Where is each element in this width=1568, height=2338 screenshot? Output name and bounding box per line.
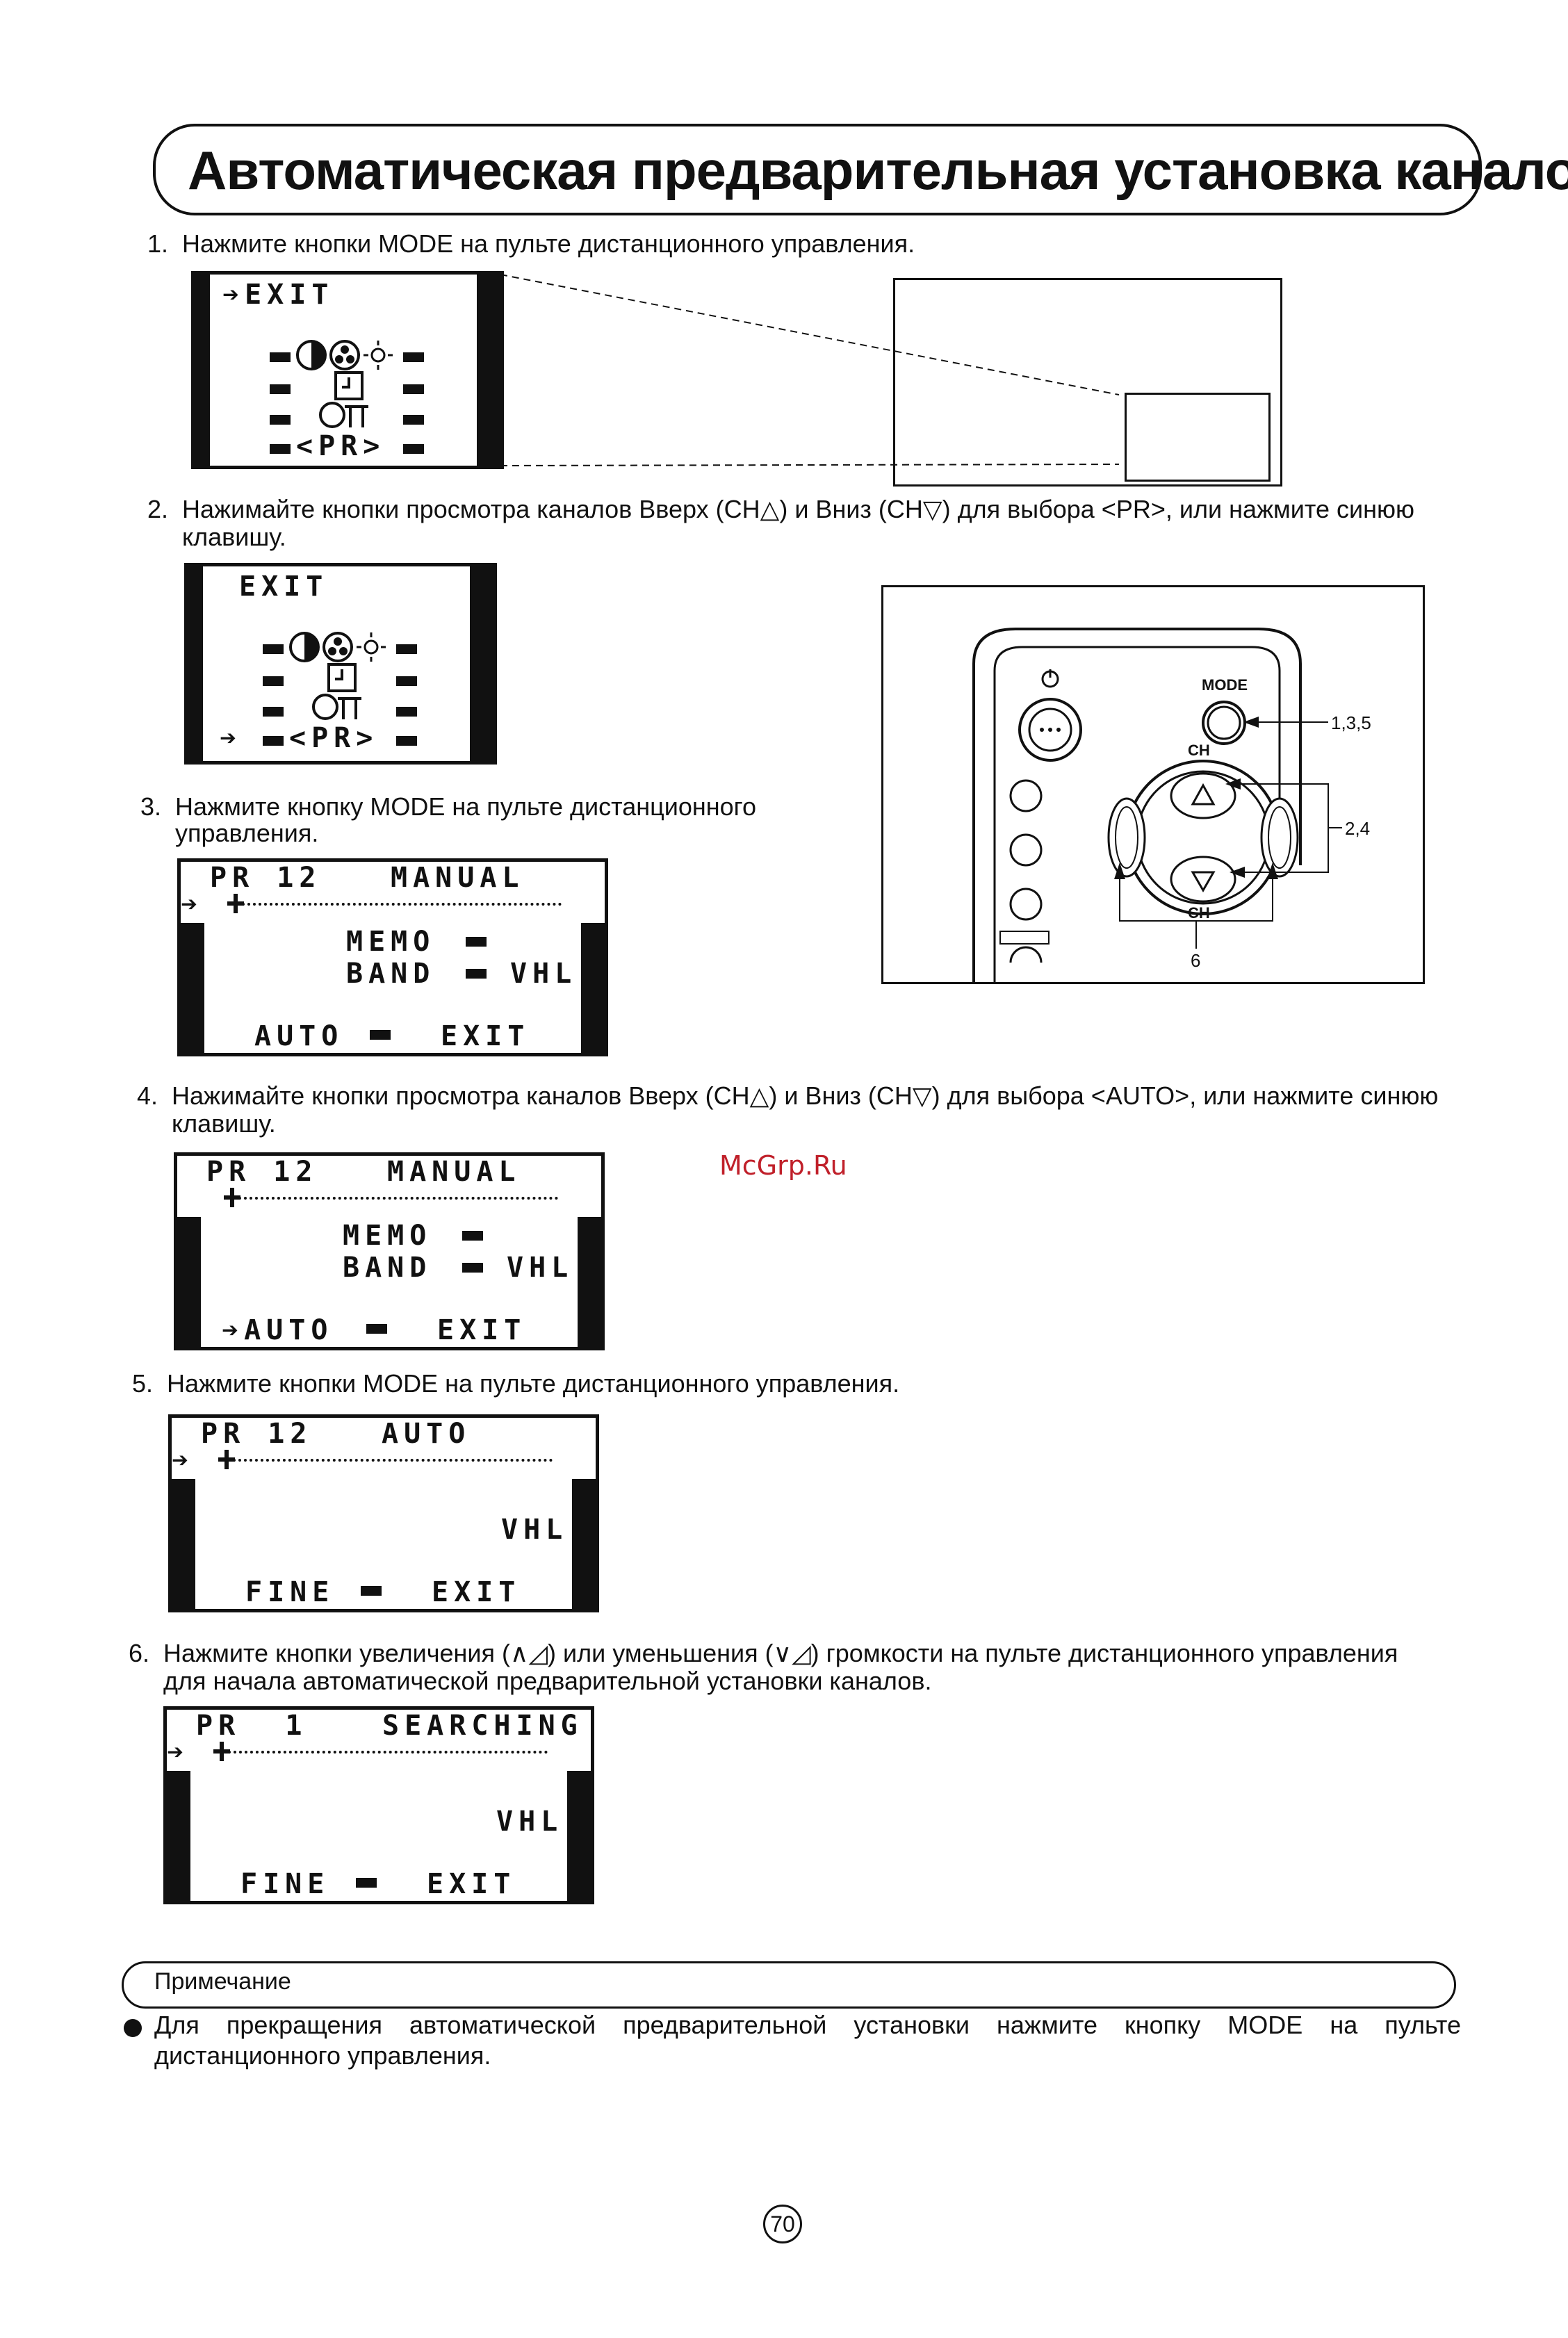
osd-screen-4: PR 12 MANUAL MEMO BAND VHL ➔AUTO EXIT bbox=[174, 1152, 605, 1350]
remote-mode-label: MODE bbox=[1202, 676, 1248, 694]
osd-pr: PR bbox=[206, 1156, 252, 1188]
callout-24: 2,4 bbox=[1345, 818, 1371, 839]
osd-pr: PR bbox=[196, 1710, 241, 1742]
osd-mode: MANUAL bbox=[387, 1156, 521, 1188]
tuning-slider bbox=[228, 1751, 548, 1754]
step-number: 4. bbox=[137, 1081, 158, 1110]
tuning-slider bbox=[242, 903, 562, 906]
osd-band-value: VHL bbox=[507, 1252, 574, 1284]
step-3: 3. Нажмите кнопку MODE на пульте дистанци… bbox=[140, 792, 756, 821]
arrow-icon: ➔ bbox=[220, 722, 243, 754]
title-frame bbox=[153, 124, 1482, 215]
picture-icons bbox=[289, 632, 386, 662]
lock-icon bbox=[319, 402, 368, 428]
osd-mode: SEARCHING bbox=[382, 1710, 583, 1742]
arrow-icon: ➔ bbox=[181, 888, 204, 920]
osd-channel: 12 bbox=[268, 1418, 313, 1450]
arrow-icon: ➔ bbox=[172, 1444, 195, 1476]
menu-screen-1: ➔EXIT <PR> bbox=[191, 271, 504, 469]
osd-pr: PR bbox=[210, 862, 255, 894]
step-number: 2. bbox=[147, 495, 169, 523]
osd-screen-6: PR 1 SEARCHING ➔ VHL FINE EXIT bbox=[163, 1706, 594, 1904]
osd-memo: MEMO bbox=[343, 1220, 432, 1252]
osd-band: BAND bbox=[346, 958, 436, 990]
tuning-slider bbox=[233, 1459, 553, 1462]
menu-screen-2: EXIT ➔ <PR> bbox=[184, 563, 497, 765]
note-frame bbox=[122, 1961, 1456, 2009]
zoom-lines bbox=[500, 274, 1120, 466]
osd-exit: EXIT bbox=[437, 1314, 527, 1346]
osd-channel: 12 bbox=[273, 1156, 318, 1188]
timer-icon bbox=[334, 371, 364, 400]
menu-pr: <PR> bbox=[289, 722, 379, 754]
osd-exit: EXIT bbox=[432, 1576, 521, 1608]
remote-drawing bbox=[972, 628, 1342, 983]
osd-band-value: VHL bbox=[510, 958, 578, 990]
callout-135: 1,3,5 bbox=[1331, 712, 1371, 733]
step-6-cont: для начала автоматической предварительно… bbox=[163, 1667, 932, 1695]
step-3-cont: управления. bbox=[175, 819, 319, 847]
osd-memo: MEMO bbox=[346, 926, 436, 958]
osd-band-value: VHL bbox=[496, 1806, 564, 1838]
page-title: Автоматическая предварительная установка… bbox=[188, 140, 1568, 201]
arrow-icon: ➔ bbox=[167, 1736, 190, 1768]
remote-ch-bottom: CH bbox=[1188, 904, 1210, 922]
osd-mode: MANUAL bbox=[391, 862, 525, 894]
tv-screen-illustration bbox=[893, 278, 1282, 487]
step-number: 5. bbox=[132, 1369, 154, 1398]
menu-exit: EXIT bbox=[245, 279, 334, 311]
osd-fine: FINE bbox=[240, 1868, 330, 1900]
menu-pr: <PR> bbox=[296, 430, 386, 462]
osd-screen-5: PR 12 AUTO ➔ VHL FINE EXIT bbox=[168, 1414, 599, 1612]
osd-channel: 1 bbox=[285, 1710, 308, 1742]
lock-icon bbox=[312, 694, 361, 720]
osd-mode: AUTO bbox=[382, 1418, 471, 1450]
step-2-cont: клавишу. bbox=[182, 523, 286, 551]
osd-auto: AUTO bbox=[254, 1020, 344, 1052]
osd-pr: PR bbox=[201, 1418, 246, 1450]
note-text: Для прекращения автоматической предварит… bbox=[154, 2011, 1461, 2070]
watermark: McGrp.Ru bbox=[719, 1150, 847, 1181]
timer-icon bbox=[327, 663, 357, 692]
remote-ch-top: CH bbox=[1188, 742, 1210, 759]
step-text: Нажмите кнопку MODE на пульте дистанцион… bbox=[175, 792, 757, 821]
step-text: Нажмите кнопки увеличения (∧◿) или умень… bbox=[163, 1639, 1398, 1667]
step-text: Нажимайте кнопки просмотра каналов Вверх… bbox=[182, 495, 1415, 523]
callout-6: 6 bbox=[1191, 950, 1201, 971]
menu-window-on-tv bbox=[1125, 393, 1271, 482]
osd-exit: EXIT bbox=[441, 1020, 530, 1052]
step-number: 6. bbox=[129, 1639, 150, 1667]
power-icon bbox=[1041, 669, 1059, 688]
osd-exit: EXIT bbox=[427, 1868, 516, 1900]
step-text: Нажмите кнопки MODE на пульте дистанцион… bbox=[182, 229, 915, 258]
note-label: Примечание bbox=[154, 1968, 291, 1995]
osd-band: BAND bbox=[343, 1252, 432, 1284]
osd-auto: AUTO bbox=[244, 1314, 334, 1346]
menu-exit: EXIT bbox=[239, 571, 329, 603]
step-5: 5. Нажмите кнопки MODE на пульте дистанци… bbox=[132, 1369, 899, 1398]
arrow-icon: ➔ bbox=[222, 1314, 245, 1346]
bullet-icon bbox=[124, 2019, 142, 2037]
step-6: 6. Нажмите кнопки увеличения (∧◿) или уме… bbox=[129, 1639, 1398, 1668]
step-number: 3. bbox=[140, 792, 162, 821]
osd-channel: 12 bbox=[277, 862, 322, 894]
step-text: Нажмите кнопки MODE на пульте дистанцион… bbox=[167, 1369, 900, 1398]
osd-band-value: VHL bbox=[501, 1514, 569, 1546]
arrow-icon: ➔ bbox=[222, 279, 245, 311]
tuning-slider bbox=[238, 1197, 558, 1200]
page-number: 70 bbox=[763, 2205, 802, 2243]
step-text: Нажимайте кнопки просмотра каналов Вверх… bbox=[172, 1081, 1439, 1110]
osd-fine: FINE bbox=[245, 1576, 335, 1608]
step-number: 1. bbox=[147, 229, 169, 258]
remote-illustration: MODE CH CH 1,3,5 2,4 6 bbox=[881, 585, 1425, 984]
picture-icons bbox=[296, 340, 393, 370]
osd-screen-3: PR 12 MANUAL ➔ MEMO BAND VHL AUTO EXIT bbox=[177, 858, 608, 1056]
step-2: 2. Нажимайте кнопки просмотра каналов Вве… bbox=[147, 495, 1414, 524]
step-4: 4. Нажимайте кнопки просмотра каналов Вве… bbox=[137, 1081, 1438, 1111]
step-1: 1. Нажмите кнопки MODE на пульте дистанци… bbox=[147, 229, 915, 259]
step-4-cont: клавишу. bbox=[172, 1109, 276, 1138]
